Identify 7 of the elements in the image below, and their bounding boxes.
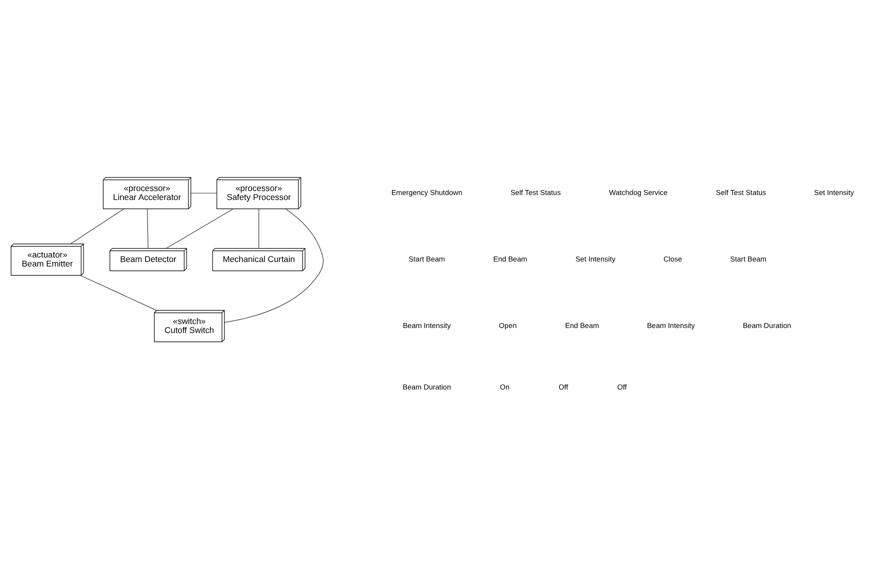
connector bbox=[258, 208, 260, 248]
connector bbox=[190, 192, 217, 193]
connector bbox=[70, 208, 124, 244]
connector bbox=[80, 274, 157, 310]
connector bbox=[224, 208, 324, 322]
connector bbox=[147, 208, 148, 248]
connector bbox=[166, 208, 234, 248]
